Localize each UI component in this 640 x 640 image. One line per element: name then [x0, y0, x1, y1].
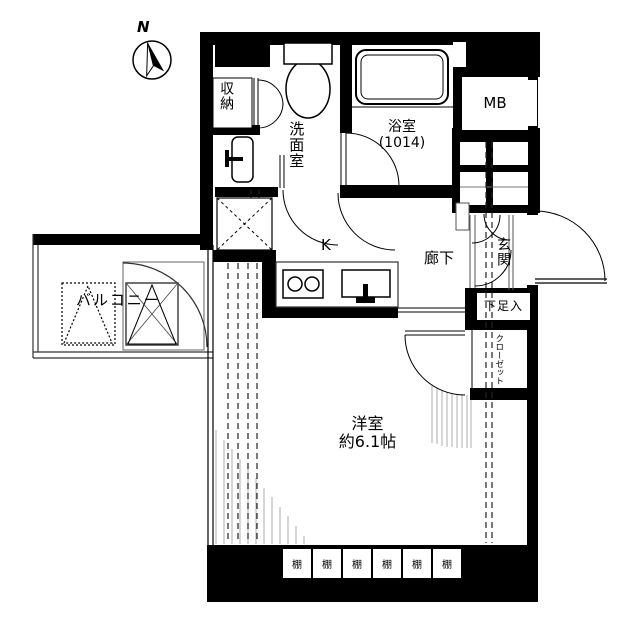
shelf-label: 棚 [442, 560, 452, 571]
wall-openings [453, 42, 537, 320]
storage-closet [212, 77, 284, 129]
room-label-balcony: バルコニー [76, 291, 161, 309]
shelf-label: 棚 [322, 560, 332, 571]
room-label-entrance: 玄関 [495, 237, 512, 267]
shelf-box: 棚 [312, 548, 342, 579]
shelf-box: 棚 [432, 548, 462, 579]
room-door [398, 307, 470, 396]
washroom-door [279, 155, 396, 251]
bathroom-door [340, 132, 400, 187]
western-room-size: 約6.1帖 [338, 432, 397, 452]
shelf-label: 棚 [382, 560, 392, 571]
bathtub [352, 49, 453, 108]
stairwell [455, 142, 528, 231]
north-label: N [137, 18, 150, 36]
shelf-box: 棚 [402, 548, 432, 579]
room-label-washroom: 洗面室 [287, 121, 306, 169]
room-label-bathroom: 浴室 (1014) [352, 119, 452, 151]
kitchen-counter [275, 261, 399, 308]
room-label-storage: 収納 [218, 81, 235, 111]
toilet [283, 42, 333, 119]
shelf-label: 棚 [352, 560, 362, 571]
balcony-outline [32, 234, 213, 359]
window-wall [207, 245, 214, 545]
shelf-box: 棚 [342, 548, 372, 579]
compass-icon [132, 40, 172, 80]
shelf-label: 棚 [292, 560, 302, 571]
room-label-shoe-cabinet: 下足入 [483, 298, 523, 313]
window-hatch-fan [215, 430, 305, 544]
bathroom-size: (1014) [378, 135, 426, 152]
bathroom-name: 浴室 [388, 119, 416, 135]
shelf-box: 棚 [372, 548, 402, 579]
shelf-label: 棚 [412, 560, 422, 571]
western-room-name: 洋室 [351, 414, 384, 433]
room-label-meter-box: MB [483, 93, 507, 112]
balcony-hatch-symbols [61, 282, 179, 346]
room-label-closet: クローゼット [493, 334, 504, 385]
room-label-hallway: 廊下 [424, 249, 455, 267]
door-hatch-fan [431, 385, 472, 448]
shelf-box: 棚 [282, 548, 312, 579]
washing-machine-space [216, 197, 273, 251]
entrance-door [534, 210, 607, 284]
entrance-inner-doors [469, 213, 514, 290]
washbasin [225, 136, 254, 183]
room-label-kitchen: K [321, 236, 331, 254]
room-label-western-room: 洋室 約6.1帖 [315, 414, 420, 452]
